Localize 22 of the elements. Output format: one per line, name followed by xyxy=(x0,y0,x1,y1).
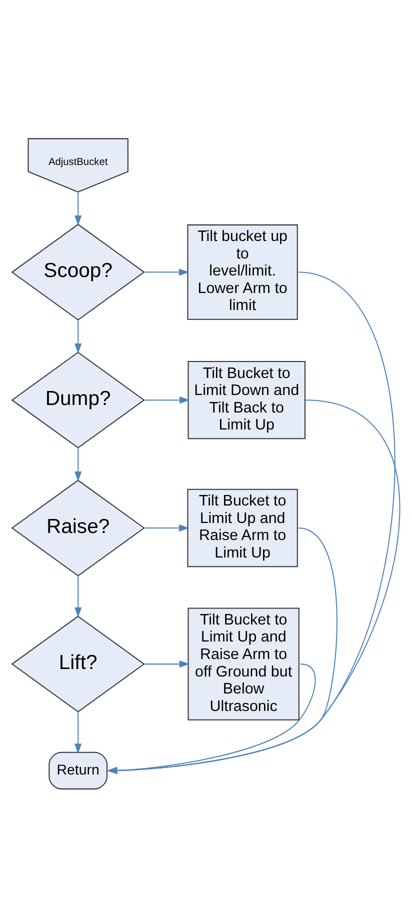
node-box: Tilt Bucket to Limit Up and Raise Arm to Limit Up xyxy=(187,488,298,568)
node-diamond: Scoop? xyxy=(11,224,145,320)
node-box: Tilt Bucket to Limit Up and Raise Arm to off Ground but Below Ultrasonic xyxy=(188,608,300,720)
arrow xyxy=(107,400,400,774)
arrow xyxy=(144,268,190,276)
arrow xyxy=(144,524,190,532)
arrow xyxy=(74,712,82,754)
node-diamond: Raise? xyxy=(11,480,145,576)
arrow xyxy=(74,448,82,482)
arrow xyxy=(107,528,338,774)
node-box: Return xyxy=(48,752,108,790)
arrow xyxy=(107,272,396,774)
arrow xyxy=(74,192,82,226)
node-diamond: Dump? xyxy=(11,352,145,448)
arrow xyxy=(74,576,82,618)
arrow xyxy=(144,396,190,404)
arrow xyxy=(144,660,190,668)
arrow xyxy=(74,320,82,354)
node-box: Tilt bucket up to level/limit. Lower Arm to limit xyxy=(187,224,298,320)
node-box: Tilt Bucket to Limit Down and Tilt Back to Limit Up xyxy=(188,361,306,440)
node-diamond: Lift? xyxy=(11,616,145,712)
arrow xyxy=(107,664,316,774)
